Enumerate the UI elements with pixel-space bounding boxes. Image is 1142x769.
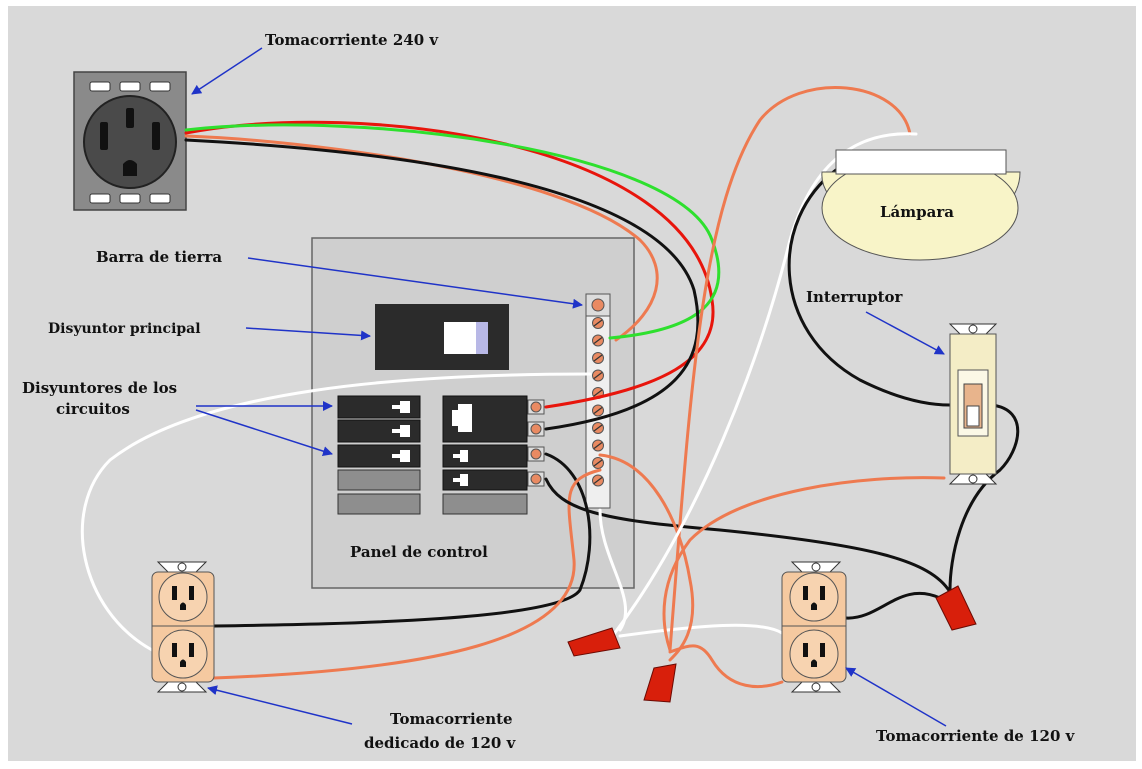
wire-240-orange: [184, 134, 659, 342]
wire-white-ground: [80, 372, 592, 652]
arrow-main-breaker: [245, 327, 371, 341]
wire-nut-center: [643, 663, 677, 703]
wire-orange-lamp: [668, 86, 912, 652]
wire-240-red: [184, 120, 715, 409]
screw-slot: [593, 407, 603, 414]
screw-slot: [593, 459, 603, 467]
label-main-breaker: Disyuntor principal: [48, 321, 201, 337]
label-switch: Interruptor: [806, 288, 904, 306]
wire-240-black: [184, 138, 700, 431]
receptacle-dedicated-120v: [151, 561, 215, 693]
main-breaker: [375, 304, 509, 370]
wire-orange-switch: [662, 476, 946, 652]
label-ground-bar: Barra de tierra: [96, 248, 222, 266]
label-receptacle-120: Tomacorriente de 120 v: [876, 727, 1076, 745]
arrow-breakers-2: [195, 409, 333, 456]
label-lamp: Lámpara: [880, 203, 954, 221]
wires: [80, 86, 1020, 688]
wire-black-dedicated: [212, 452, 592, 628]
screw-slot: [593, 319, 603, 327]
label-dedicated-1: Tomacorriente: [390, 710, 513, 728]
wire-nut-right: [935, 585, 977, 631]
label-circuit-breakers-2: circuitos: [56, 400, 130, 418]
wire-white-lamp: [612, 132, 918, 636]
screw-slot: [593, 424, 603, 432]
arrow-240: [191, 47, 263, 95]
ground-bar: [585, 293, 611, 509]
label-dedicated-2: dedicado de 120 v: [364, 734, 517, 752]
wire-black-120: [544, 477, 952, 594]
callout-arrows: [191, 47, 947, 727]
control-panel: [311, 237, 635, 589]
wire-nuts: [567, 585, 977, 703]
wire-orange-loop: [598, 453, 695, 662]
wire-white-to-120: [618, 623, 784, 638]
wire-black-lamp: [787, 168, 952, 407]
wire-orange-dedicated: [212, 468, 602, 680]
arrow-dedicated: [207, 685, 353, 725]
receptacle-240v: [73, 71, 187, 211]
wire-orange-to-120: [668, 644, 784, 688]
arrow-120: [845, 667, 947, 727]
receptacle-120v: [781, 561, 847, 693]
screw-slot: [593, 389, 603, 397]
screw-slot: [593, 477, 603, 484]
screw-slot: [593, 442, 603, 449]
circuit-breakers-left: [337, 395, 421, 515]
labels: Tomacorriente 240 v Barra de tierra Disy…: [22, 31, 1076, 752]
label-circuit-breakers-1: Disyuntores de los: [22, 379, 177, 397]
screw-slot: [593, 354, 603, 362]
arrow-ground-bar: [247, 257, 583, 309]
label-panel: Panel de control: [350, 543, 488, 561]
switch: [948, 323, 998, 485]
screw-slot: [593, 372, 603, 379]
wire-nut-left: [567, 627, 621, 657]
lamp: [821, 149, 1021, 261]
circuit-breakers-right: [442, 395, 545, 515]
screw-slot: [593, 337, 603, 344]
wire-black-switch: [948, 403, 1020, 592]
label-receptacle-240: Tomacorriente 240 v: [265, 31, 439, 49]
arrow-switch: [865, 311, 945, 355]
wire-240-green: [184, 123, 721, 340]
wire-black-120-right: [844, 591, 942, 620]
